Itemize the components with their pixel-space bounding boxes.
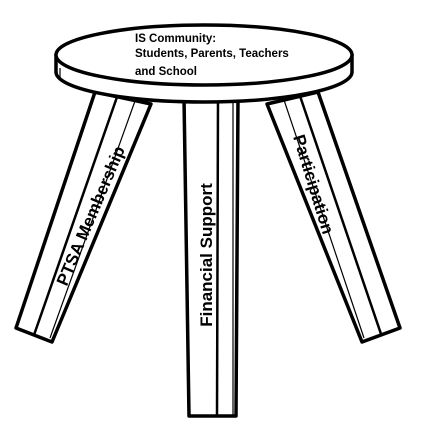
center-leg-label: Financial Support <box>197 183 216 327</box>
seat-school: and School <box>135 66 197 78</box>
seat-top: IS Community: Students, Parents, Teacher… <box>54 23 354 87</box>
seat-members: Students, Parents, Teachers <box>135 48 289 60</box>
seat-title: IS Community: <box>135 33 216 45</box>
